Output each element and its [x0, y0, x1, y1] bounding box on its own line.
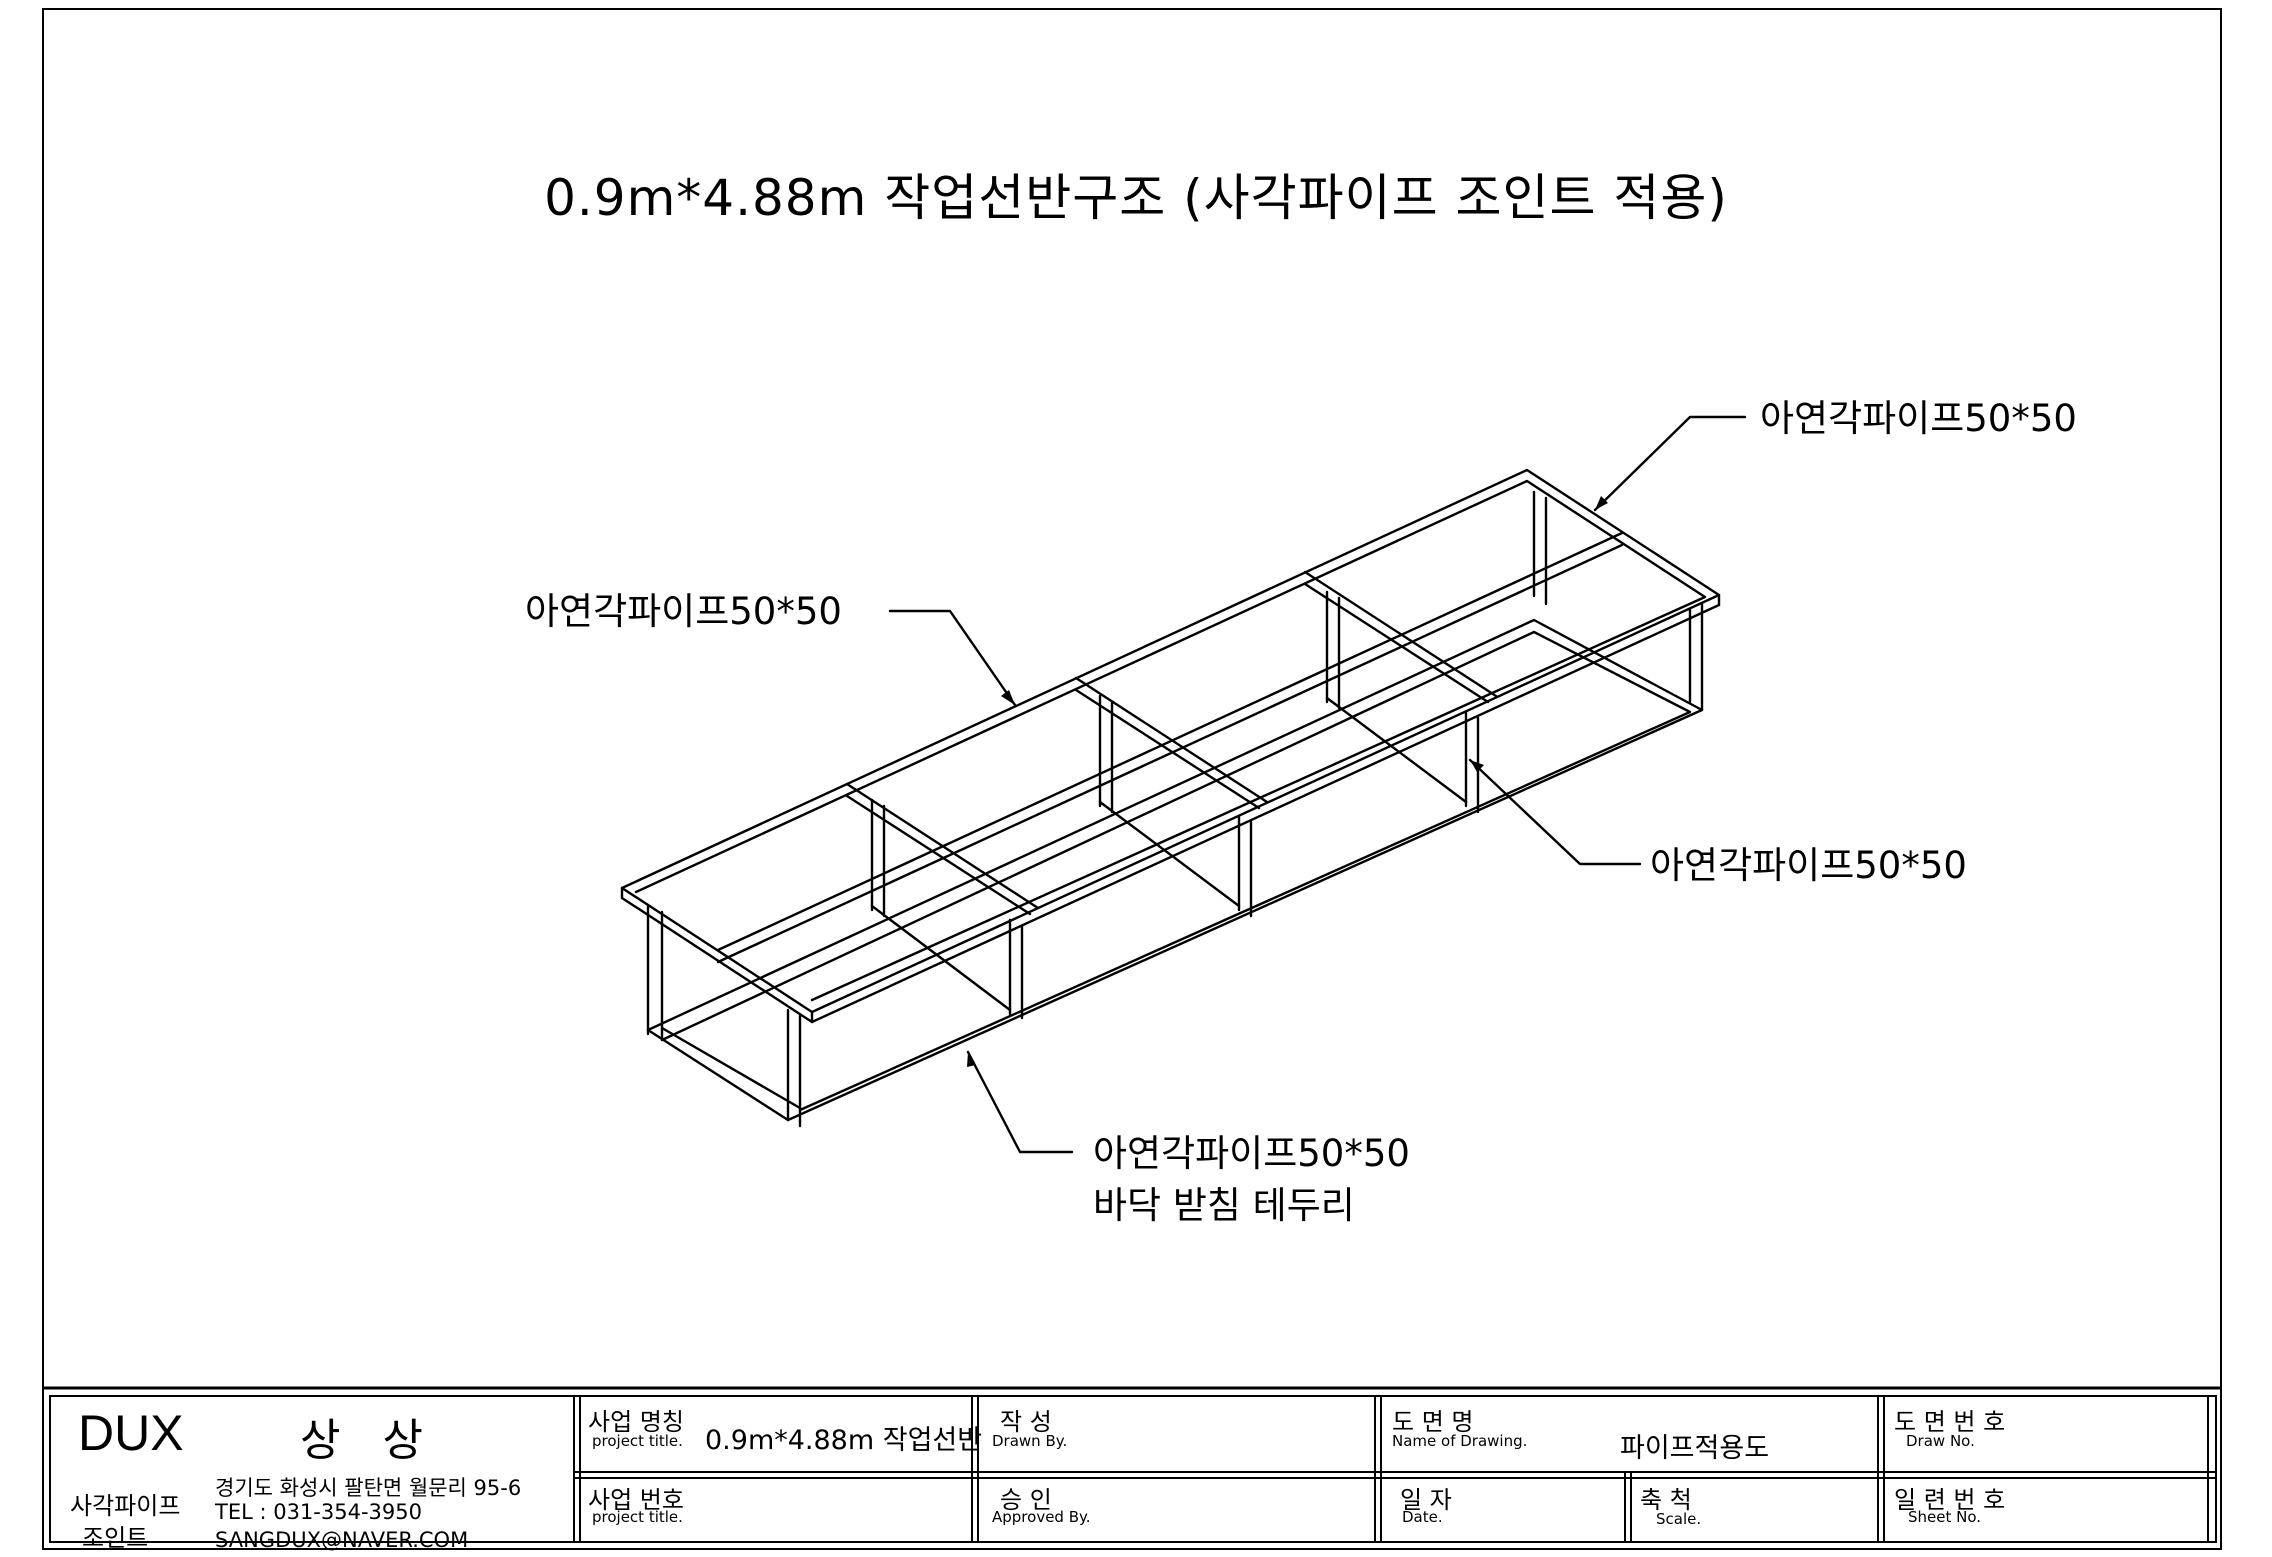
callout-mid-right: 아연각파이프50*50: [1650, 844, 1967, 887]
top-cross-members: [845, 570, 1498, 916]
bottom-rim: [646, 618, 1704, 1122]
scale-label: 축 척: [1640, 1486, 1692, 1514]
date-label: 일 자: [1400, 1486, 1452, 1514]
scale-label-en: Scale.: [1656, 1510, 1702, 1528]
sheet-no-label-en: Sheet No.: [1908, 1508, 1982, 1526]
draw-no-label: 도 면 번 호: [1894, 1408, 2006, 1436]
product-line2: 조인트: [82, 1524, 149, 1552]
callout-left: 아연각파이프50*50: [525, 590, 842, 633]
company-email: SANGDUX@NAVER.COM: [215, 1528, 469, 1552]
callout-leaders: [888, 415, 1747, 1154]
drawing-name-label-en: Name of Drawing.: [1392, 1432, 1528, 1450]
drawing-name-label: 도 면 명: [1392, 1408, 1474, 1436]
callout-bottom-line1: 아연각파이프50*50: [1093, 1132, 1410, 1175]
callout-bottom-line2: 바닥 받침 테두리: [1093, 1184, 1355, 1227]
drawing-name-value: 파이프적용도: [1620, 1433, 1770, 1464]
company-logo: DUX: [78, 1405, 184, 1461]
drawn-by-label: 작 성: [1000, 1408, 1052, 1436]
approved-by-label: 승 인: [1000, 1486, 1052, 1514]
middle-rail: [716, 531, 1624, 964]
project-no-label: 사업 번호: [588, 1486, 684, 1514]
top-rim: [620, 468, 1721, 1024]
sheet-no-label: 일 련 번 호: [1894, 1486, 2006, 1514]
project-no-label-en: project title.: [592, 1508, 683, 1526]
company-name: 상 상: [300, 1415, 437, 1466]
product-line1: 사각파이프: [70, 1492, 181, 1520]
draw-no-label-en: Draw No.: [1906, 1432, 1975, 1450]
company-tel: TEL : 031-354-3950: [215, 1500, 422, 1524]
project-name-label-en: project title.: [592, 1432, 683, 1450]
drawn-by-label-en: Drawn By.: [992, 1432, 1068, 1450]
callout-top-right: 아연각파이프50*50: [1760, 397, 2077, 440]
date-label-en: Date.: [1402, 1508, 1443, 1526]
company-address: 경기도 화성시 팔탄면 월문리 95-6: [215, 1476, 522, 1500]
project-name-value: 0.9m*4.88m 작업선반: [705, 1425, 983, 1456]
drawing-title: 0.9m*4.88m 작업선반구조 (사각파이프 조인트 적용): [544, 169, 1728, 227]
drawing-border: [42, 8, 2222, 1550]
approved-by-label-en: Approved By.: [992, 1508, 1091, 1526]
project-name-label: 사업 명칭: [588, 1408, 684, 1436]
